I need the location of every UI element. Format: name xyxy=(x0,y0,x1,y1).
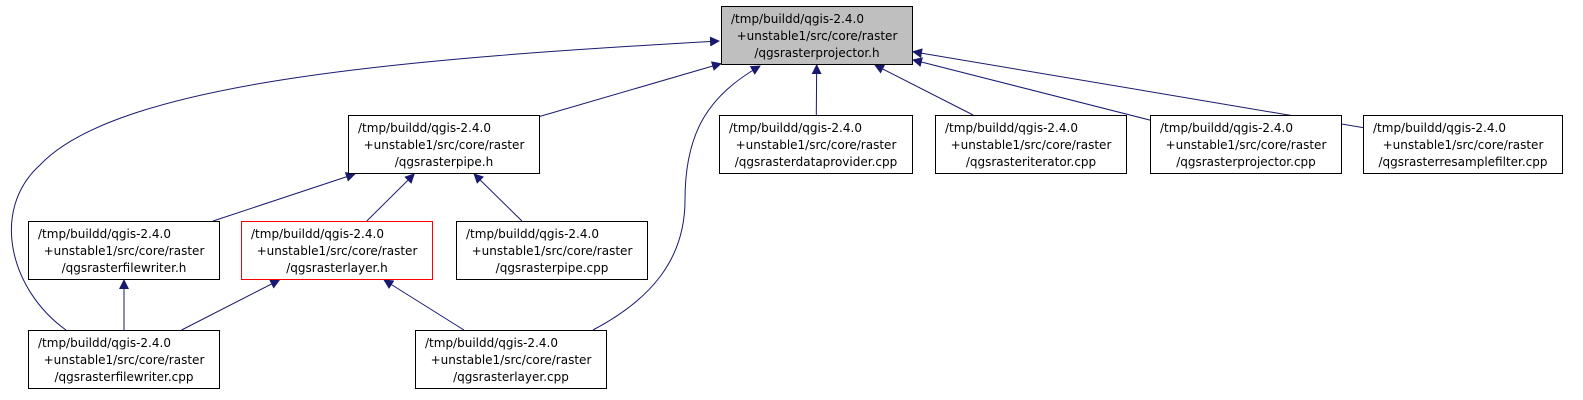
edge-n4-to-n0 xyxy=(912,57,1151,121)
node-line: /tmp/buildd/qgis-2.4.0 xyxy=(1373,121,1506,135)
edge-n6-to-n1 xyxy=(212,172,356,222)
node-line: /qgsrasterresamplefilter.cpp xyxy=(1378,155,1548,169)
graph-node-qgsrasterresamplefilter-cpp[interactable]: /tmp/buildd/qgis-2.4.0 +unstable1/src/co… xyxy=(1363,115,1563,174)
graph-node-qgsrasterpipe-h[interactable]: /tmp/buildd/qgis-2.4.0 +unstable1/src/co… xyxy=(348,115,540,174)
graph-node-qgsrasterdataprovider-cpp[interactable]: /tmp/buildd/qgis-2.4.0 +unstable1/src/co… xyxy=(719,115,913,174)
node-line: /qgsrasteriterator.cpp xyxy=(965,155,1097,169)
node-line: /qgsrasterlayer.h xyxy=(286,261,388,275)
node-line: /qgsrasterpipe.h xyxy=(394,155,494,169)
edge-n9-to-n0 xyxy=(10,36,720,331)
node-line: /qgsrasterprojector.cpp xyxy=(1176,155,1316,169)
node-line: /tmp/buildd/qgis-2.4.0 xyxy=(38,227,171,241)
graph-node-qgsrasterfilewriter-cpp[interactable]: /tmp/buildd/qgis-2.4.0 +unstable1/src/co… xyxy=(28,330,220,389)
node-line: /qgsrasterfilewriter.cpp xyxy=(54,370,194,384)
node-line: /tmp/buildd/qgis-2.4.0 xyxy=(466,227,599,241)
edge-n5-to-n0 xyxy=(912,48,1364,129)
node-line: +unstable1/src/core/raster xyxy=(256,244,418,258)
edge-n8-to-n1 xyxy=(473,173,523,222)
node-line: /tmp/buildd/qgis-2.4.0 xyxy=(358,121,491,135)
edge-n10-to-n7 xyxy=(383,279,465,331)
graph-node-qgsrasterlayer-h[interactable]: /tmp/buildd/qgis-2.4.0 +unstable1/src/co… xyxy=(241,221,433,280)
node-line: +unstable1/src/core/raster xyxy=(735,138,897,152)
graph-node-qgsrasteriterator-cpp[interactable]: /tmp/buildd/qgis-2.4.0 +unstable1/src/co… xyxy=(935,115,1127,174)
node-line: /qgsrasterfilewriter.h xyxy=(61,261,187,275)
edge-n9-to-n7 xyxy=(181,279,281,331)
node-line: +unstable1/src/core/raster xyxy=(43,244,205,258)
node-line: /qgsrasterlayer.cpp xyxy=(453,370,569,384)
node-line: /qgsrasterdataprovider.cpp xyxy=(734,155,898,169)
graph-node-qgsrasterprojector-h: /tmp/buildd/qgis-2.4.0 +unstable1/src/co… xyxy=(721,6,913,65)
node-line: /tmp/buildd/qgis-2.4.0 xyxy=(731,12,864,26)
node-line: /tmp/buildd/qgis-2.4.0 xyxy=(251,227,384,241)
edge-n10-to-n0 xyxy=(592,65,761,331)
node-line: /tmp/buildd/qgis-2.4.0 xyxy=(38,336,171,350)
node-line: +unstable1/src/core/raster xyxy=(43,353,205,367)
edge-n7-to-n1 xyxy=(366,173,415,222)
node-line: /tmp/buildd/qgis-2.4.0 xyxy=(729,121,862,135)
node-line: /qgsrasterpipe.cpp xyxy=(495,261,609,275)
graph-node-qgsrasterlayer-cpp[interactable]: /tmp/buildd/qgis-2.4.0 +unstable1/src/co… xyxy=(415,330,607,389)
node-line: /qgsrasterprojector.h xyxy=(754,46,880,60)
node-line: /tmp/buildd/qgis-2.4.0 xyxy=(425,336,558,350)
node-line: +unstable1/src/core/raster xyxy=(1165,138,1327,152)
graph-node-qgsrasterfilewriter-h[interactable]: /tmp/buildd/qgis-2.4.0 +unstable1/src/co… xyxy=(28,221,220,280)
node-line: /tmp/buildd/qgis-2.4.0 xyxy=(945,121,1078,135)
graph-node-qgsrasterpipe-cpp[interactable]: /tmp/buildd/qgis-2.4.0 +unstable1/src/co… xyxy=(456,221,648,280)
edge-n1-to-n0 xyxy=(539,61,722,117)
node-line: +unstable1/src/core/raster xyxy=(430,353,592,367)
edge-n3-to-n0 xyxy=(874,64,974,116)
graph-node-qgsrasterprojector-cpp[interactable]: /tmp/buildd/qgis-2.4.0 +unstable1/src/co… xyxy=(1150,115,1342,174)
node-line: /tmp/buildd/qgis-2.4.0 xyxy=(1160,121,1293,135)
node-line: +unstable1/src/core/raster xyxy=(950,138,1112,152)
node-line: +unstable1/src/core/raster xyxy=(471,244,633,258)
node-line: +unstable1/src/core/raster xyxy=(363,138,525,152)
node-line: +unstable1/src/core/raster xyxy=(736,29,898,43)
node-line: +unstable1/src/core/raster xyxy=(1382,138,1544,152)
